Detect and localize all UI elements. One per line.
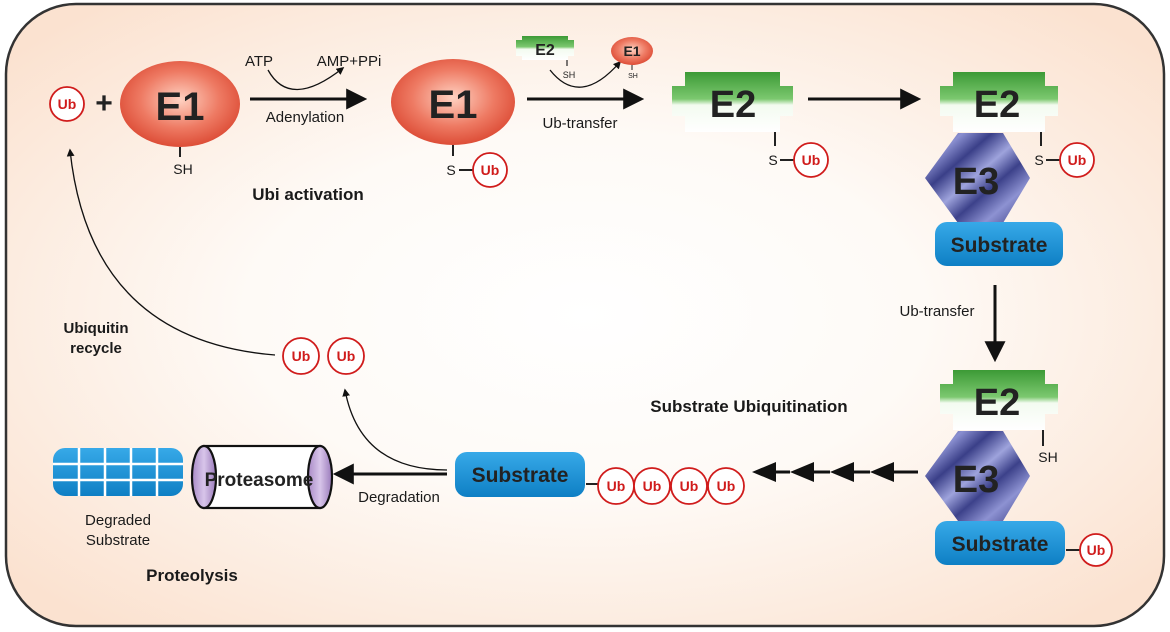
ubi-activation-label: Ubi activation [252,185,363,204]
plus-sign: + [95,87,113,120]
substrate-ubiquitination-label: Substrate Ubiquitination [650,397,847,416]
ub-circle [707,467,745,505]
ub-transfer-label: Ub-transfer [899,303,974,320]
e1-label: E1 [156,85,205,129]
e1-enzyme: E1 SH [120,61,240,177]
adenylation-label: Adenylation [266,109,344,126]
ub-label: Ub [717,478,736,494]
ub-circle [327,337,365,375]
e2-label: E2 [535,42,555,59]
e2-e3-substrate-complex-1: E2 S Ub E3 Substrate [925,72,1095,266]
s-label: S [446,162,455,178]
e2-ub-complex: E2 S Ub [672,72,829,178]
degraded-substrate-label-2: Substrate [86,532,150,549]
e2-label: E2 [974,84,1020,126]
free-ubiquitin: Ub [49,86,85,122]
ub-transfer-arrow-1 [527,60,645,110]
ub-circle [793,142,829,178]
recycled-ubiquitins: Ub Ub [282,337,365,375]
proteolysis-label: Proteolysis [146,566,238,585]
substrate-label: Substrate [472,464,569,487]
ubiquitin-recycle-arrow [66,148,276,356]
sh-label: SH [1038,449,1057,465]
ub-label: Ub [1087,542,1106,558]
ub-label: Ub [802,152,821,168]
ub-label: Ub [481,162,500,178]
ub-circle [1059,142,1095,178]
ub-circle [670,467,708,505]
ub-label: Ub [643,478,662,494]
substrate-label: Substrate [951,234,1048,257]
ub-label: Ub [680,478,699,494]
ub-label: Ub [58,96,77,112]
ub-circle [633,467,671,505]
sh-label: SH [173,161,192,177]
proteasome: Proteasome [190,444,334,510]
substrate-label: Substrate [952,533,1049,556]
adenylation-arrow [250,67,368,110]
polyubiquitinated-substrate: Substrate Ub Ub Ub Ub [455,452,745,505]
ub-circle [1079,533,1113,567]
e1-ub-complex: E1 S Ub [391,59,515,188]
ub-circle [282,337,320,375]
ub-transfer-label: Ub-transfer [542,115,617,132]
amp-ppi-label: AMP+PPi [317,53,382,70]
atp-label: ATP [245,53,273,70]
ub-release-arrow [342,388,448,471]
ub-label: Ub [1068,152,1087,168]
proteasome-label: Proteasome [205,470,314,491]
ub-circle [472,152,508,188]
small-e2-icon: E2 SH [516,36,575,80]
polyubiquitination-arrows [752,462,918,482]
e3-label: E3 [953,161,999,203]
ub-label: Ub [607,478,626,494]
ubiquitin-recycle-label-1: Ubiquitin [64,320,129,337]
ub-label: Ub [292,348,311,364]
e1-label: E1 [429,83,478,127]
degraded-substrate-fragments [53,448,183,496]
e3-label: E3 [953,459,999,501]
e2-e3-substrate-complex-2: E2 SH E3 Substrate Ub [925,370,1113,567]
small-e1-icon: E1 SH [611,37,653,80]
sh-label: SH [628,73,638,80]
sh-label: SH [563,70,576,80]
ub-label: Ub [337,348,356,364]
s-label: S [768,152,777,168]
e2-label: E2 [974,382,1020,424]
e2-label: E2 [710,84,756,126]
degradation-label: Degradation [358,489,440,506]
degraded-substrate-label-1: Degraded [85,512,151,529]
s-label: S [1034,152,1043,168]
e1-label: E1 [623,43,640,59]
ubiquitin-recycle-label-2: recycle [70,340,122,357]
